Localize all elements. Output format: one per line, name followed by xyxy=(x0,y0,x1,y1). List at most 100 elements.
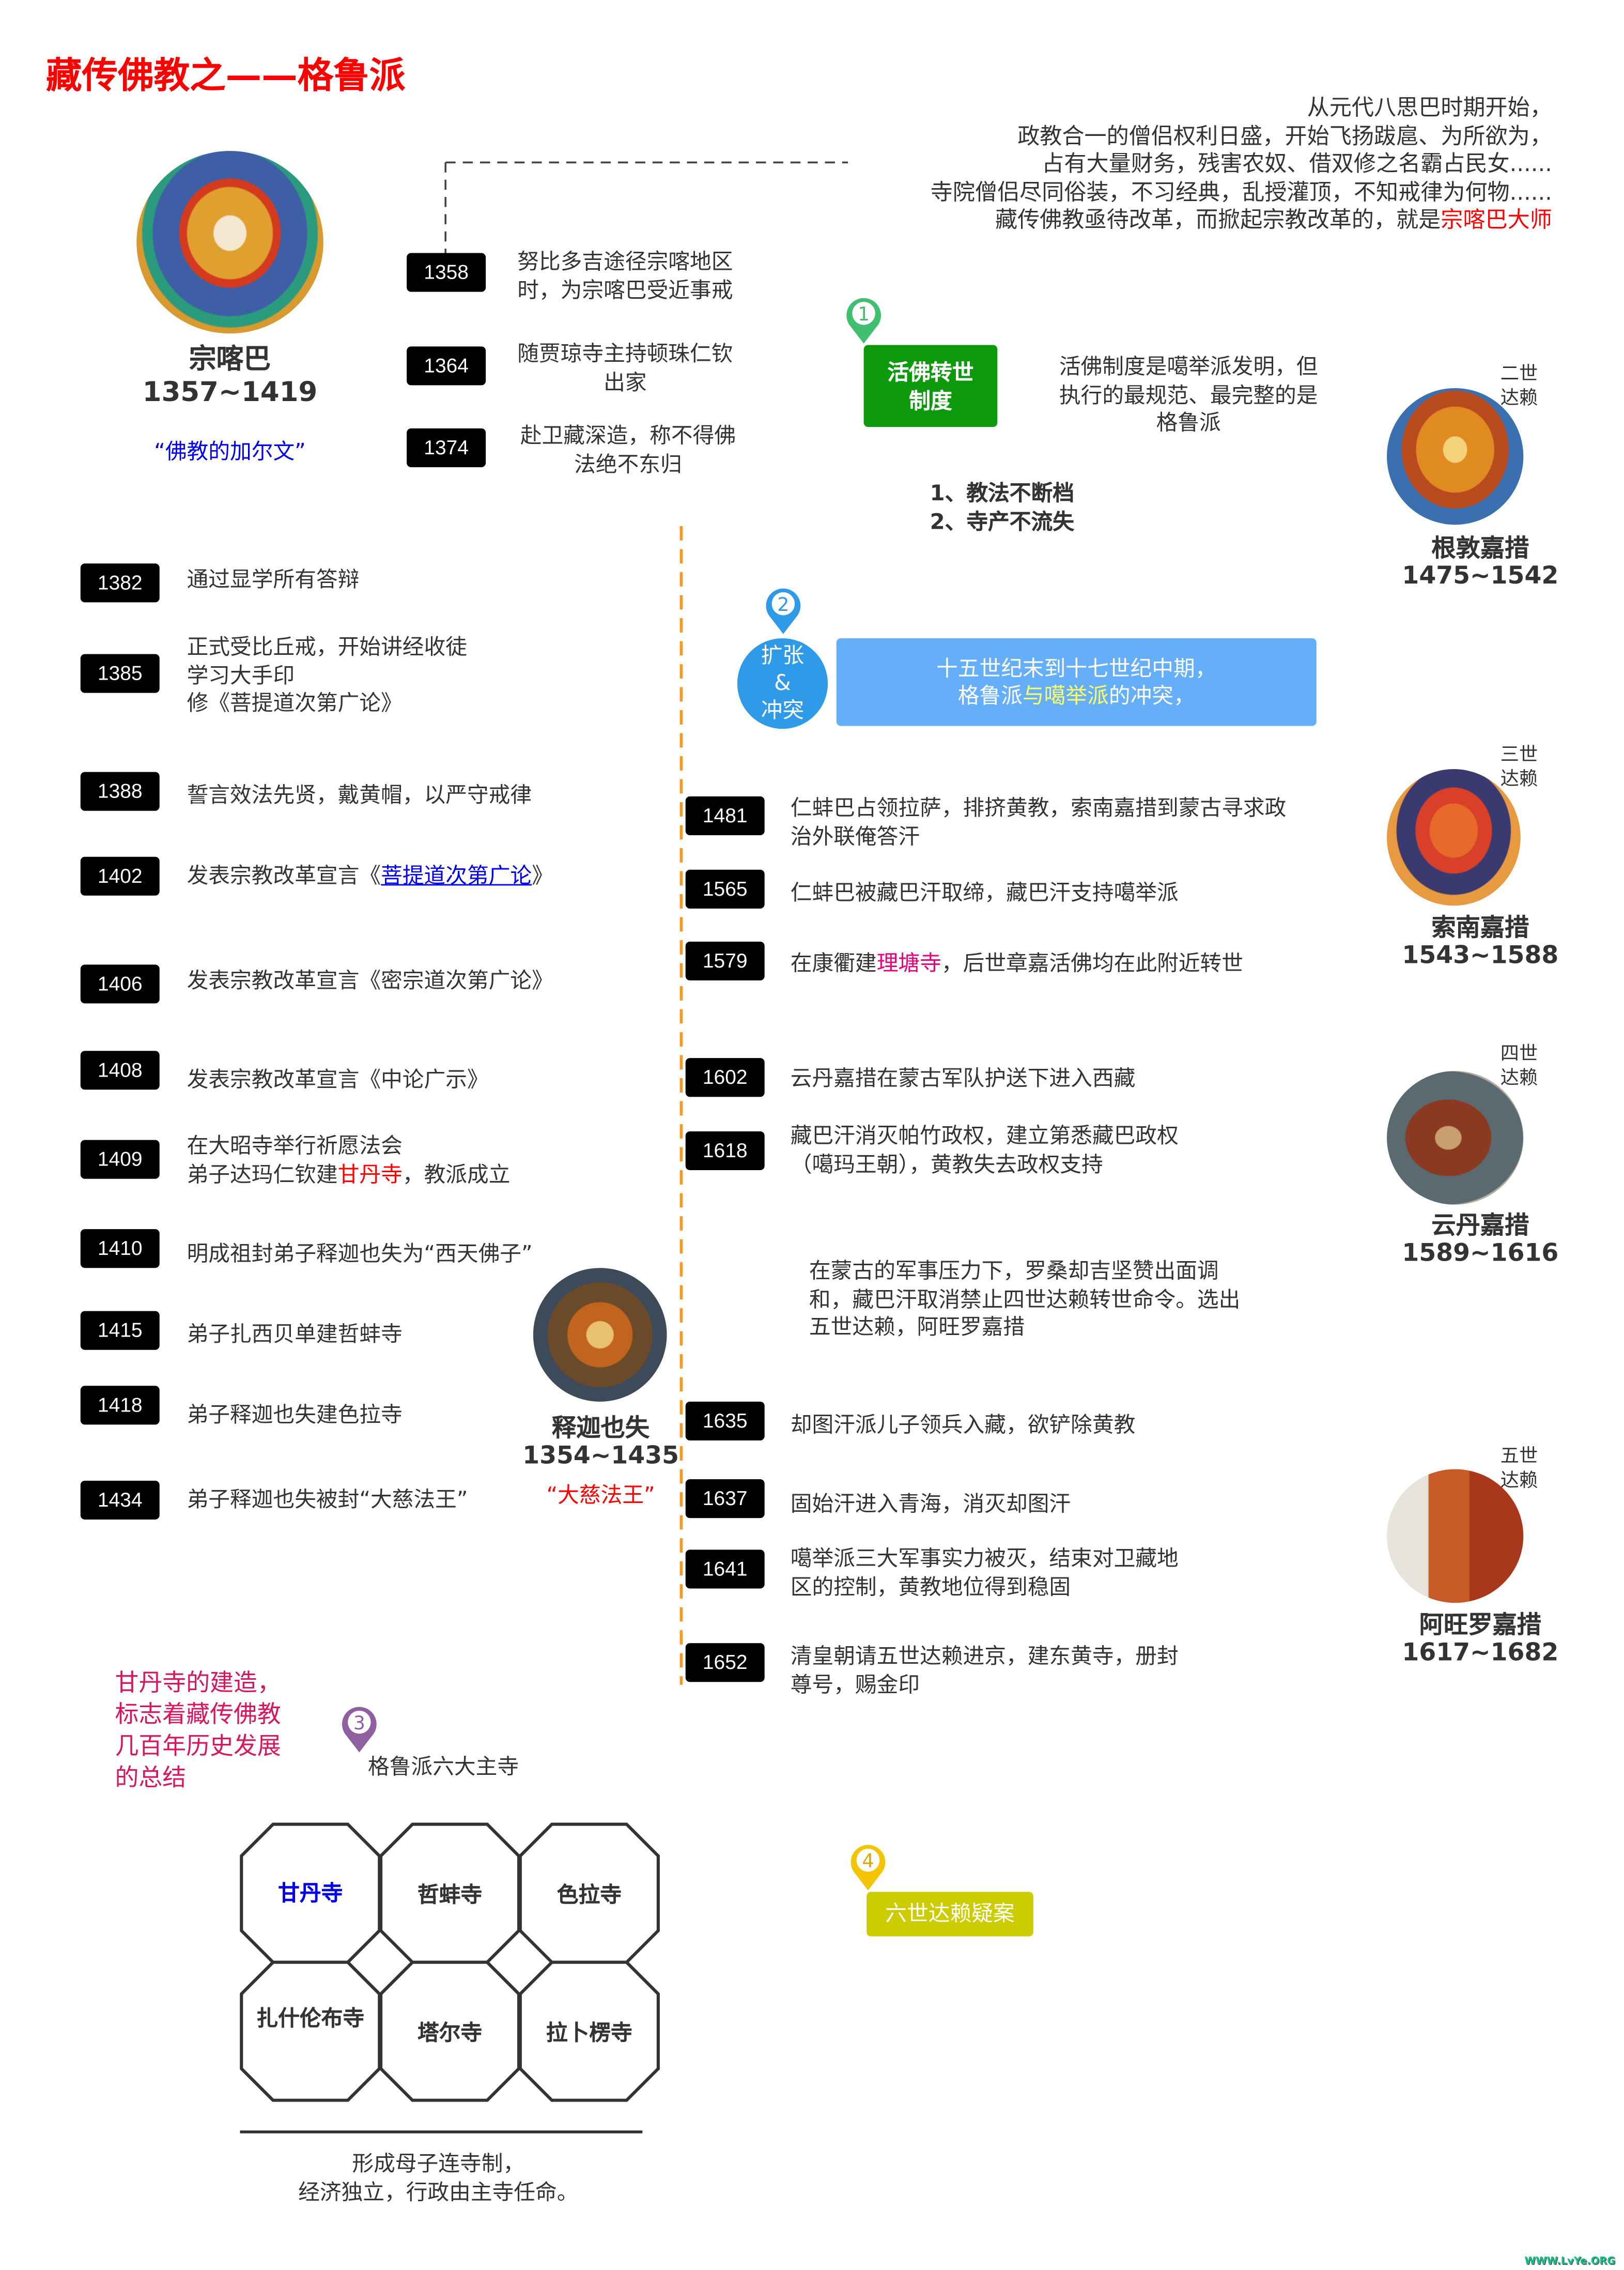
rank-line: 二世 xyxy=(1500,363,1538,386)
dalai-name: 索南嘉措 xyxy=(1431,914,1529,943)
year-badge: 1565 xyxy=(685,869,765,909)
event-text: 发表宗教改革宣言《菩提道次第广论》 xyxy=(187,863,553,891)
rank-line: 达赖 xyxy=(1500,1470,1538,1493)
event-text: 明成祖封弟子释迦也失为“西天佛子” xyxy=(187,1240,533,1267)
founder-epithet: “佛教的加尔文” xyxy=(154,438,306,465)
year-badge: 1602 xyxy=(685,1058,765,1097)
shakya-yeshe-portrait xyxy=(533,1268,667,1402)
year-badge: 1434 xyxy=(80,1480,160,1520)
banner-line: 十五世纪末到十七世纪中期， xyxy=(936,655,1217,682)
dalai-years: 1617~1682 xyxy=(1402,1638,1559,1668)
monastery-sera: 色拉寺 xyxy=(556,1881,622,1908)
dashed-connector xyxy=(444,161,848,255)
rank-line: 达赖 xyxy=(1500,388,1538,410)
year-badge: 1618 xyxy=(685,1131,765,1171)
event-line: 努比多吉途径宗喀地区 xyxy=(517,249,733,275)
lamrim-link[interactable]: 菩提道次第广论 xyxy=(381,862,532,888)
event-line: 法绝不东归 xyxy=(574,450,682,477)
event-line: 修《菩提道次第广论》 xyxy=(187,690,403,716)
year-badge: 1364 xyxy=(407,346,486,386)
event-text: 弟子扎西贝单建哲蚌寺 xyxy=(187,1321,403,1347)
svg-text:4: 4 xyxy=(862,1850,874,1872)
litang-highlight: 理塘寺 xyxy=(876,950,941,976)
watermark: WWW.LvYe.ORG xyxy=(1524,2256,1616,2267)
note-line: 甘丹寺的建造， xyxy=(115,1669,281,1697)
event-text: 云丹嘉措在蒙古军队护送下进入西藏 xyxy=(790,1065,1136,1092)
event-text: 誓言效法先贤，戴黄帽，以严守戒律 xyxy=(187,782,532,808)
event-text: 弟子释迦也失建色拉寺 xyxy=(187,1401,403,1428)
event-text: 在大昭寺举行祈愿法会弟子达玛仁钦建甘丹寺，教派成立 xyxy=(187,1133,511,1189)
summary-line: 经济独立，行政由主寺任命。 xyxy=(298,2179,579,2205)
year-badge: 1652 xyxy=(685,1643,765,1682)
event-line: 出家 xyxy=(604,369,647,395)
event-line: 在大昭寺举行祈愿法会 xyxy=(187,1132,403,1159)
event-line: 学习大手印 xyxy=(187,662,295,688)
event-text: 努比多吉途径宗喀地区时，为宗喀巴受近事戒 xyxy=(496,249,755,304)
event-line: 时，为宗喀巴受近事戒 xyxy=(517,277,733,303)
note-line: 和，藏巴汗取消禁止四世达赖转世命令。选出 xyxy=(809,1285,1241,1312)
monastery-octagon xyxy=(240,1960,381,2102)
year-badge: 1635 xyxy=(685,1401,765,1440)
monastery-drepung: 哲蚌寺 xyxy=(417,1881,483,1908)
event-text: 清皇朝请五世达赖进京，建东黄寺，册封尊号，赐金印 xyxy=(791,1643,1179,1699)
rank-line: 三世 xyxy=(1500,744,1538,766)
pin-1-icon: 1 xyxy=(846,298,881,344)
event-text: 仁蚌巴占领拉萨，排挤黄教，索南嘉措到蒙古寻求政治外联俺答汗 xyxy=(791,795,1287,851)
circle-line: 冲突 xyxy=(761,697,805,724)
event-text: 发表宗教改革宣言《中论广示》 xyxy=(187,1066,489,1093)
dalai-name: 阿旺罗嘉措 xyxy=(1419,1611,1542,1640)
dalai-name: 云丹嘉措 xyxy=(1431,1211,1529,1241)
intro-line: 从元代八思巴时期开始， xyxy=(1307,95,1552,121)
disciple-years: 1354~1435 xyxy=(522,1441,679,1471)
living-buddha-reincarnation-box: 活佛转世制度 xyxy=(863,345,998,427)
event-line: 治外联俺答汗 xyxy=(790,823,920,849)
intro-text: 藏传佛教亟待改革，而掀起宗教改革的，就是 xyxy=(995,207,1441,233)
rank-line: 五世 xyxy=(1500,1446,1538,1468)
event-line: 赴卫藏深造，称不得佛 xyxy=(520,422,736,449)
monastery-tashilhunpo: 扎什伦布寺 xyxy=(256,2005,365,2032)
event-text-part: ，后世章嘉活佛均在此附近转世 xyxy=(941,950,1244,976)
year-badge: 1385 xyxy=(80,654,160,693)
intro-line: 政教合一的僧侣权利日盛，开始飞扬跋扈、为所欲为， xyxy=(1017,122,1552,149)
ganden-significance-note: 甘丹寺的建造， 标志着藏传佛教 几百年历史发展 的总结 xyxy=(115,1667,281,1794)
ngawang-lobsang-gyatso-portrait xyxy=(1387,1469,1524,1603)
event-text: 固始汗进入青海，消灭却图汗 xyxy=(790,1491,1071,1517)
desc-line: 活佛制度是噶举派发明，但 xyxy=(1059,354,1318,380)
point: 2、寺产不流失 xyxy=(930,508,1074,534)
event-line: 仁蚌巴占领拉萨，排挤黄教，索南嘉措到蒙古寻求政 xyxy=(790,795,1287,821)
disciple-name: 释迦也失 xyxy=(552,1414,650,1444)
note-line: 几百年历史发展 xyxy=(115,1732,281,1760)
dalai-name: 根敦嘉措 xyxy=(1431,534,1529,564)
banner-text: 的冲突， xyxy=(1108,683,1195,709)
pin-4-icon: 4 xyxy=(850,1845,886,1891)
dalai-years: 1475~1542 xyxy=(1402,562,1559,591)
event-text-part: 在康衢建 xyxy=(790,950,877,976)
event-line: 尊号，赐金印 xyxy=(790,1671,920,1697)
dalai-years: 1589~1616 xyxy=(1402,1239,1559,1268)
event-text: 正式受比丘戒，开始讲经收徒学习大手印修《菩提道次第广论》 xyxy=(187,634,467,718)
year-badge: 1410 xyxy=(80,1229,160,1268)
event-text: 赴卫藏深造，称不得佛法绝不东归 xyxy=(499,423,757,479)
svg-text:3: 3 xyxy=(353,1712,365,1734)
year-badge: 1374 xyxy=(407,428,486,467)
event-text: 却图汗派儿子领兵入藏，欲铲除黄教 xyxy=(790,1412,1136,1438)
timeline-axis xyxy=(679,526,683,1685)
year-badge: 1358 xyxy=(407,253,486,292)
event-text-part: 发表宗教改革宣言《 xyxy=(187,862,381,888)
yonten-gyatso-portrait xyxy=(1387,1071,1524,1205)
divider xyxy=(240,2130,643,2134)
founder-name: 宗喀巴 xyxy=(189,343,271,375)
svg-text:1: 1 xyxy=(858,303,870,325)
box-label: 活佛转世制度 xyxy=(887,358,974,413)
event-line: 随贾琼寺主持顿珠仁钦 xyxy=(517,341,733,367)
year-badge: 1641 xyxy=(685,1550,765,1589)
note-line: 五世达赖，阿旺罗嘉措 xyxy=(809,1314,1025,1340)
event-text: 弟子释迦也失被封“大慈法王” xyxy=(187,1486,468,1513)
dalai-rank: 二世达赖 xyxy=(1501,362,1543,411)
year-badge: 1382 xyxy=(80,563,160,603)
sixth-dalai-lama-case-button[interactable]: 六世达赖疑案 xyxy=(867,1892,1033,1937)
ganden-highlight: 甘丹寺 xyxy=(337,1160,403,1187)
desc-line: 执行的最规范、最完整的是 xyxy=(1059,381,1318,408)
